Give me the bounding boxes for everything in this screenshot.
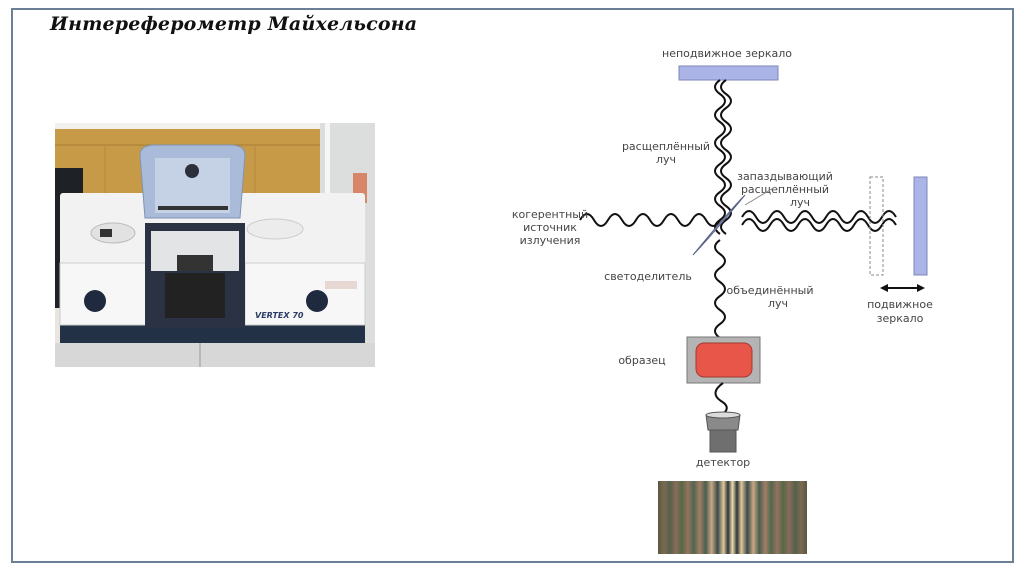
model-label: VERTEX 70	[255, 311, 304, 320]
label-combined-2: луч	[768, 297, 788, 310]
label-source-3: излучения	[520, 234, 581, 247]
label-delayed-3: луч	[790, 196, 810, 209]
label-beamsplitter: светоделитель	[604, 270, 692, 283]
slide-title: Интереферометр Майхельсона	[50, 13, 418, 35]
beamsplitter	[692, 194, 746, 256]
label-delayed-1: запаздывающий	[737, 170, 833, 183]
delayed-beam	[741, 210, 897, 224]
label-detector: детектор	[696, 456, 750, 469]
split-beam-vertical	[714, 79, 726, 235]
label-moving-2: зеркало	[877, 312, 924, 325]
label-source-2: источник	[523, 221, 577, 234]
label-combined-1: объединённый	[727, 284, 814, 297]
label-moving-1: подвижное	[867, 298, 933, 311]
combined-beam	[714, 239, 726, 339]
label-sample: образец	[618, 354, 665, 367]
label-source-1: когерентный	[512, 208, 588, 221]
label-fixed-mirror: неподвижное зеркало	[662, 47, 792, 60]
michelson-diagram: неподвижное зеркало расщеплённый луч ког…	[512, 47, 933, 469]
sample	[695, 342, 753, 378]
label-delayed-2: расщеплённый	[741, 183, 829, 196]
spectrometer-photo: VERTEX 70	[55, 123, 375, 367]
fixed-mirror	[678, 65, 779, 81]
label-split-beam-2: луч	[656, 153, 676, 166]
label-split-beam-1: расщеплённый	[622, 140, 710, 153]
interference-fringes	[658, 481, 807, 554]
moving-mirror-ghost	[869, 176, 884, 276]
moving-mirror-arrow	[880, 284, 925, 292]
detector	[705, 411, 741, 453]
moving-mirror	[913, 176, 928, 276]
source-beam	[579, 213, 721, 227]
